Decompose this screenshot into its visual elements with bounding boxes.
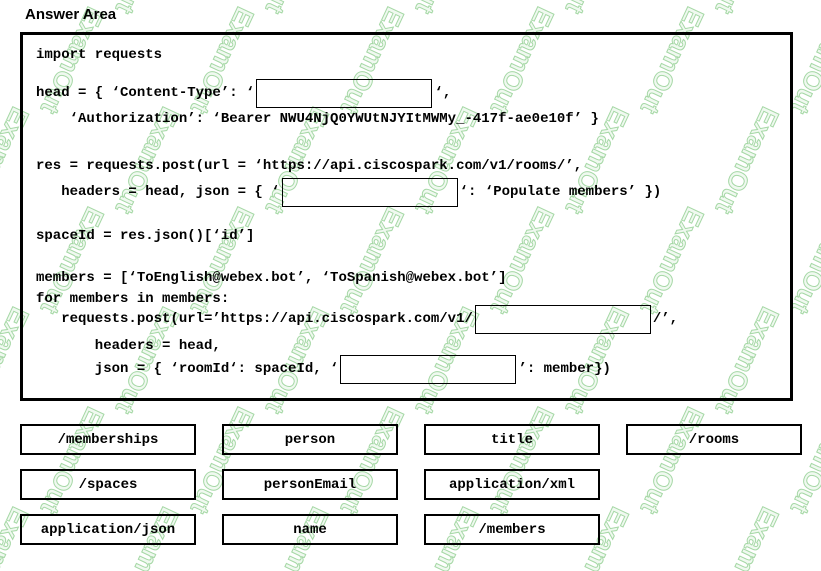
- option-row: application/json name/members: [20, 514, 810, 545]
- code-text: spaceId = res.json()[‘id’]: [36, 228, 255, 244]
- answer-area-label: Answer Area: [25, 6, 117, 23]
- code-text: import requests: [36, 47, 163, 63]
- code-text: ‘,: [434, 85, 452, 101]
- option-name[interactable]: name: [222, 514, 398, 545]
- code-text: headers = head, json = { ‘: [36, 184, 280, 200]
- code-text: for members in members:: [36, 291, 230, 307]
- code-text: ‘Authorization’: ‘Bearer NWU4NjQ0YWUtNJY…: [36, 111, 599, 127]
- code-text: requests.post(url=’https://api.ciscospar…: [36, 311, 473, 327]
- option-application-xml[interactable]: application/xml: [424, 469, 600, 500]
- code-line-for-loop: for members in members:: [36, 289, 790, 310]
- code-line-import: import requests: [36, 45, 790, 66]
- code-text: res = requests.post(url = ‘https://api.c…: [36, 158, 583, 174]
- code-line-spaceid: spaceId = res.json()[‘id’]: [36, 226, 790, 247]
- blank-url-resource[interactable]: [474, 305, 651, 334]
- code-text: ’: member}): [518, 361, 611, 377]
- option-memberships[interactable]: /memberships: [20, 424, 196, 455]
- code-line-headers2: headers = head,: [36, 336, 790, 357]
- drag-options-area: /memberships person title/rooms/spaces pers…: [20, 424, 810, 559]
- code-panel: import requests head = { ‘Content-Type’:…: [20, 32, 793, 401]
- code-line-res-post: res = requests.post(url = ‘https://api.c…: [36, 156, 790, 177]
- code-line-post-url: requests.post(url=’https://api.ciscospar…: [36, 304, 790, 335]
- code-line-json-key2: json = { ‘roomId‘: spaceId, ‘ ’: member}…: [36, 354, 790, 385]
- option-rooms[interactable]: /rooms: [626, 424, 802, 455]
- code-line-head: head = { ‘Content-Type’: ‘ ‘,: [36, 78, 790, 109]
- code-text: head = { ‘Content-Type’: ‘: [36, 85, 255, 101]
- option-title[interactable]: title: [424, 424, 600, 455]
- option-row: /spaces personEmail application/xml: [20, 469, 810, 500]
- code-text: /’,: [652, 311, 679, 327]
- code-line-json-key1: headers = head, json = { ‘ ‘: ‘Populate …: [36, 177, 790, 208]
- blank-room-title-key[interactable]: [281, 178, 458, 207]
- code-text: json = { ‘roomId‘: spaceId, ‘: [36, 361, 339, 377]
- code-text: ‘: ‘Populate members’ }): [459, 184, 662, 200]
- blank-content-type-value[interactable]: [256, 79, 433, 108]
- option-application-json[interactable]: application/json: [20, 514, 196, 545]
- code-text: headers = head,: [36, 338, 221, 354]
- option-spaces[interactable]: /spaces: [20, 469, 196, 500]
- option-members[interactable]: /members: [424, 514, 600, 545]
- code-line-authorization: ‘Authorization’: ‘Bearer NWU4NjQ0YWUtNJY…: [36, 109, 790, 130]
- code-line-members-list: members = [‘ToEnglish@webex.bot’, ‘ToSpa…: [36, 268, 790, 289]
- option-person[interactable]: person: [222, 424, 398, 455]
- option-personemail[interactable]: personEmail: [222, 469, 398, 500]
- blank-member-key[interactable]: [340, 355, 517, 384]
- code-text: members = [‘ToEnglish@webex.bot’, ‘ToSpa…: [36, 270, 507, 286]
- option-row: /memberships person title/rooms: [20, 424, 810, 455]
